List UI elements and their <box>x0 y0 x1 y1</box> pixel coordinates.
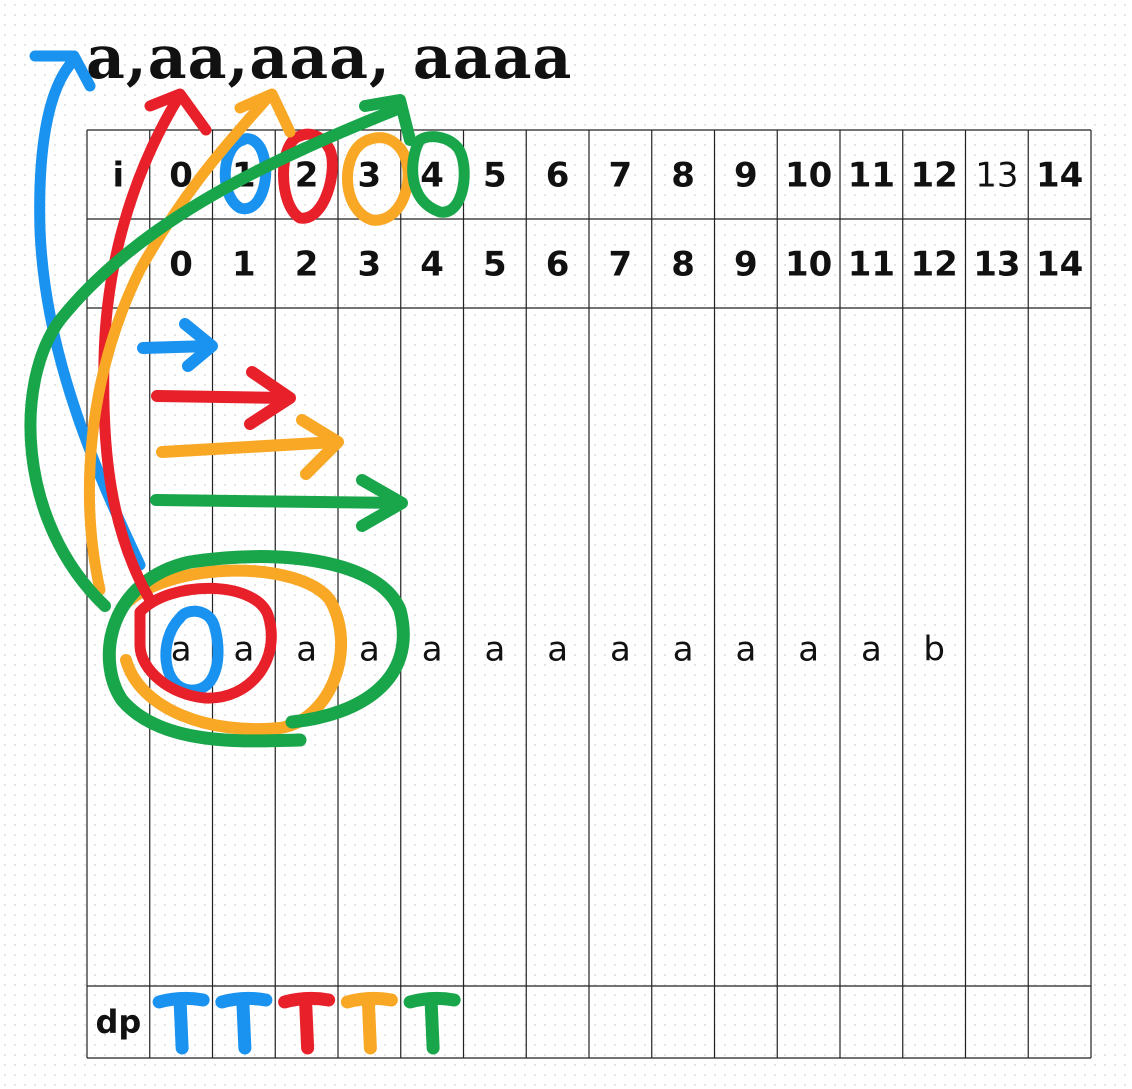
dp-row-label: dp <box>95 1003 141 1041</box>
index-cell: 6 <box>546 245 570 285</box>
header-index-cell: 14 <box>1036 156 1083 196</box>
string-char-cell: a <box>861 630 882 670</box>
index-cell: 10 <box>785 245 832 285</box>
header-index-cell: 7 <box>609 156 633 196</box>
string-char-cell: a <box>171 630 192 670</box>
header-index-cell: 11 <box>848 156 895 196</box>
header-index-cell: 9 <box>734 156 758 196</box>
string-char-cell: a <box>359 630 380 670</box>
string-char-cell: a <box>735 630 756 670</box>
index-cell: 9 <box>734 245 758 285</box>
index-cell: 8 <box>671 245 695 285</box>
header-index-cell: 2 <box>295 156 319 196</box>
index-cell: 12 <box>910 245 957 285</box>
string-char-cell: a <box>547 630 568 670</box>
string-char-cell: b <box>923 630 945 670</box>
index-cell: 3 <box>358 245 382 285</box>
header-index-cell: 12 <box>910 156 957 196</box>
header-index-cell: 3 <box>358 156 382 196</box>
string-char-cell: a <box>798 630 819 670</box>
string-char-cell: a <box>610 630 631 670</box>
index-cell: 2 <box>295 245 319 285</box>
header-index-cell: 1 <box>232 156 256 196</box>
header-index-cell: 13 <box>975 156 1018 196</box>
header-index-cell: 5 <box>483 156 507 196</box>
string-char-cell: a <box>296 630 317 670</box>
string-char-cell: a <box>484 630 505 670</box>
header-index-cell: 4 <box>420 156 444 196</box>
header-row-label: i <box>113 156 125 196</box>
index-cell: 7 <box>609 245 633 285</box>
string-char-cell: a <box>422 630 443 670</box>
header-index-cell: 6 <box>546 156 570 196</box>
header-index-cell: 8 <box>671 156 695 196</box>
index-cell: 5 <box>483 245 507 285</box>
index-cell: 14 <box>1036 245 1083 285</box>
index-cell: 11 <box>848 245 895 285</box>
index-cell: 4 <box>420 245 444 285</box>
string-char-cell: a <box>673 630 694 670</box>
index-cell: 13 <box>973 245 1020 285</box>
header-index-cell: 10 <box>785 156 832 196</box>
page-title: a,aa,aaa, aaaa <box>86 23 573 93</box>
string-char-cell: a <box>233 630 254 670</box>
index-cell: 0 <box>169 245 193 285</box>
index-cell: 1 <box>232 245 256 285</box>
header-index-cell: 0 <box>169 156 193 196</box>
